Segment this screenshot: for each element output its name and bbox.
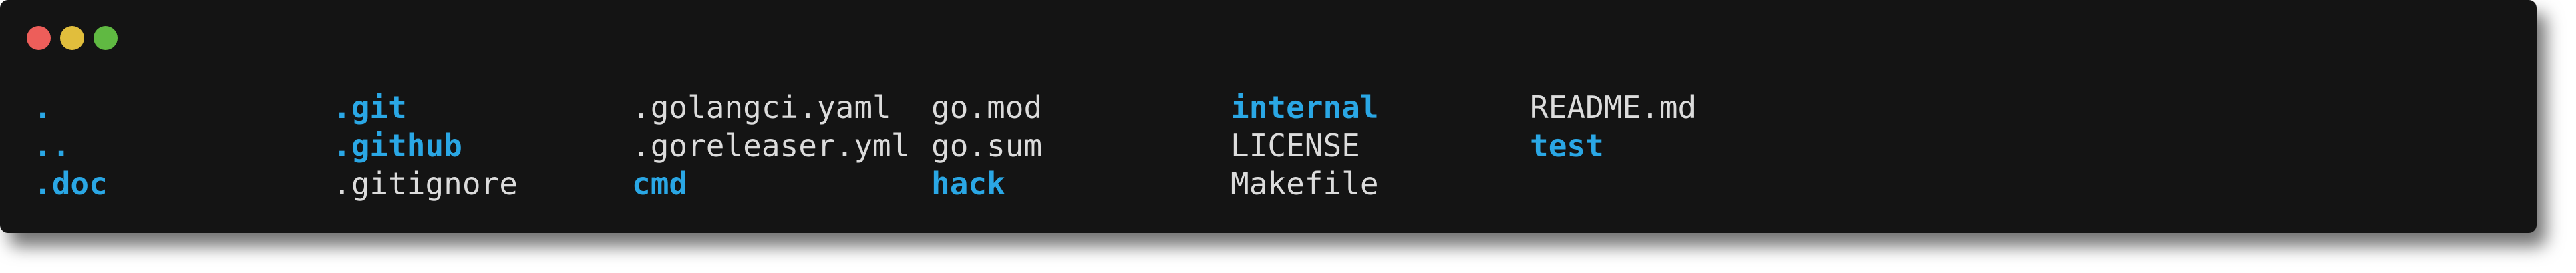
listing-entry: .github: [333, 127, 462, 164]
listing-entry: go.sum: [931, 127, 1043, 164]
listing-entry: .goreleaser.yml: [632, 127, 910, 164]
listing-entry: LICENSE: [1231, 127, 1360, 164]
listing-entry: .golangci.yaml: [632, 89, 891, 125]
listing-entry: README.md: [1530, 89, 1697, 125]
listing-entry: cmd: [632, 166, 688, 202]
zoom-button[interactable]: [94, 26, 118, 50]
minimize-button[interactable]: [60, 26, 84, 50]
listing-entry: Makefile: [1231, 166, 1379, 202]
window-controls: [27, 26, 118, 50]
listing-entry: test: [1530, 127, 1604, 164]
close-button[interactable]: [27, 26, 51, 50]
listing-entry: .gitignore: [333, 166, 518, 202]
listing-entry: go.mod: [931, 89, 1043, 125]
listing-entry: ..: [33, 127, 71, 164]
terminal-window: . .git .golangci.yaml go.mod internal RE…: [0, 0, 2537, 233]
listing-entry: .git: [333, 89, 407, 125]
listing-entry: hack: [931, 166, 1005, 202]
listing-entry: internal: [1231, 89, 1379, 125]
directory-listing: . .git .golangci.yaml go.mod internal RE…: [33, 89, 1829, 203]
listing-entry: .: [33, 89, 52, 125]
listing-entry: .doc: [33, 166, 108, 202]
